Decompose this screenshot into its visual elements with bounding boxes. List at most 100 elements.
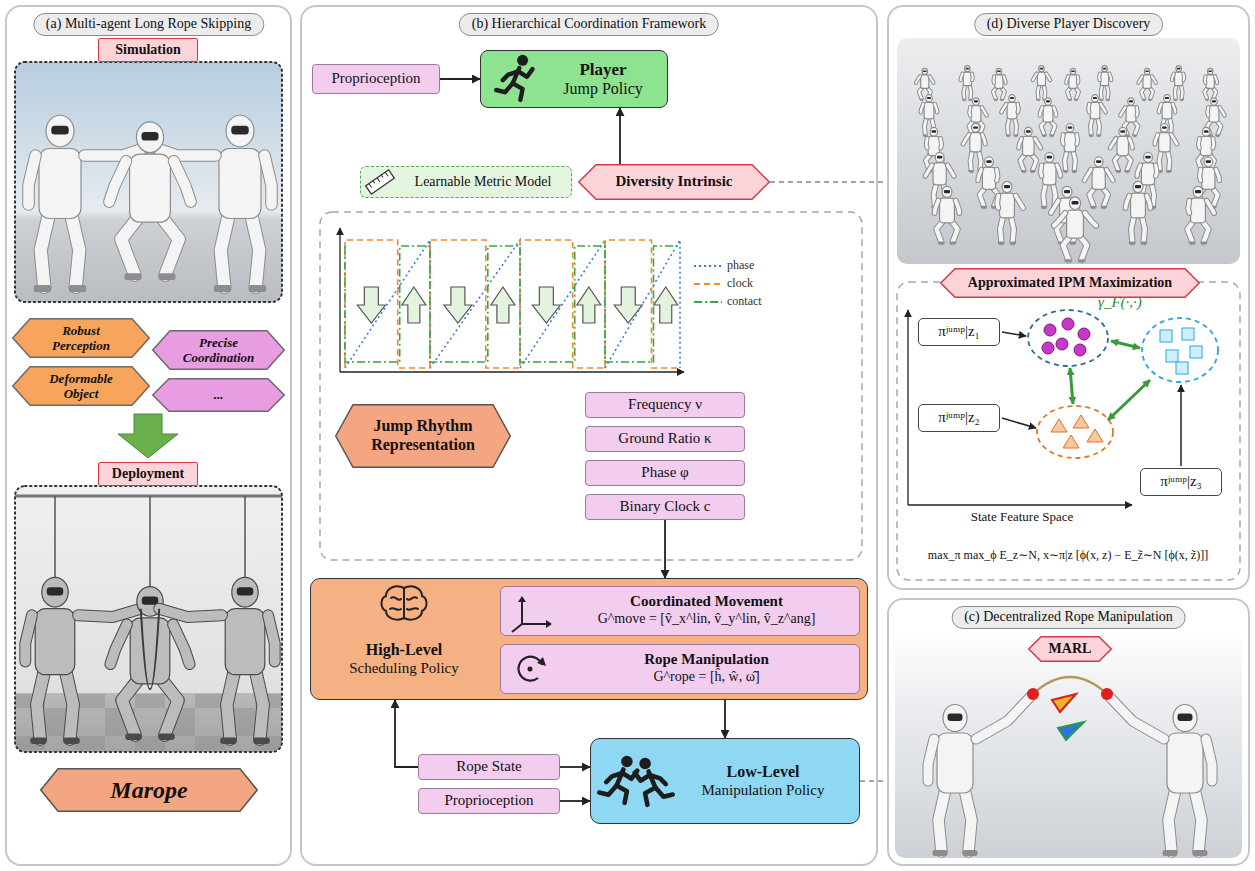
sample-point [1166,350,1178,362]
robot-limb [1076,76,1081,83]
panel: (b) Hierarchical Coordination FrameworkP… [300,5,878,866]
robot-limb [1038,84,1040,99]
robot-limb [1000,215,1003,242]
robot-limb [1060,135,1066,145]
robot-limb [1073,150,1075,171]
robot-limb [1079,235,1087,260]
robot-figure [1084,157,1113,208]
robot-limb [1172,73,1174,80]
robot-limb [109,161,126,202]
robot-limb [41,212,50,287]
robot-figure [1066,68,1079,100]
robot-visor [997,70,1000,72]
robot-torso [933,163,946,185]
node-label: Marope [110,776,187,804]
robot-limb [1102,187,1108,206]
robot-limb [1188,201,1189,213]
rhythm-arrow [402,287,426,323]
chart-axis [340,371,684,372]
icon-stroke [390,608,401,610]
robot-limb [1159,150,1161,171]
robot-limb [1054,107,1056,115]
parameter-box: Ground Ratio κ [585,426,745,452]
robot-visor [142,596,159,604]
robot-head [930,127,938,136]
robot-limb [1054,107,1056,115]
robot-foot [1050,134,1054,136]
robot-visor [1165,97,1169,99]
robot-visor [973,126,978,128]
icon-stroke [521,600,523,624]
sample-point [1087,429,1103,442]
robot-figure [1001,95,1018,136]
robot-limb [29,156,36,205]
robot-foot [1065,259,1072,262]
icon-group [496,54,532,99]
robot-foot [963,850,978,856]
node-label: Deployment [112,466,184,483]
robot-foot [1193,850,1208,856]
robot-foot [158,733,175,740]
robot-limb [1171,135,1177,145]
robot-visor [1040,68,1043,70]
robot-limb [1061,135,1065,145]
robot-torso [1090,102,1100,118]
robot-limb [982,135,985,145]
robot-limb [1054,213,1065,226]
robot-head [1002,181,1012,192]
policy-box: PlayerJump Policy [480,50,668,108]
robot-limb [251,212,260,287]
contact-curve [345,246,680,362]
robot-limb [65,668,73,739]
robot-foot [1205,99,1208,100]
robot-limb [1001,104,1006,112]
robot-limb [1107,694,1164,739]
robot-limb [1152,76,1156,83]
robot-foot [1133,134,1137,136]
robot-limb [1011,215,1014,242]
robot-limb [1110,138,1116,148]
robot-torso [130,154,171,222]
robot-visor [1072,201,1079,205]
robot-limb [1210,138,1216,148]
robot-visor [1145,70,1148,72]
robot-limb [1203,76,1208,83]
robot-foot [938,242,944,244]
robot-limb [982,107,987,115]
input-box: Proprioception [312,64,440,94]
icon-tick [385,172,388,176]
robot-foot [1021,170,1026,172]
flow-arrow [395,700,418,767]
robot-foot [214,285,232,292]
robot-foot [962,99,965,100]
robot-torso [1209,106,1219,122]
robot-figure [1204,68,1217,100]
parameter-box: Frequency ν [585,392,745,418]
robot-limb [1014,117,1016,135]
robot-limb [1126,154,1131,171]
picture-ground [15,62,282,302]
robot-limb [1063,235,1071,260]
flow-arrow [440,78,480,80]
robot-limb [1074,135,1080,145]
robot-head [1066,124,1074,133]
robot-torso [1202,167,1215,189]
policy-box: Low-LevelManipulation Policy [590,738,860,824]
robot-head [1128,98,1135,105]
robot-limb [25,615,32,661]
robot-figure [1099,66,1111,100]
icon-group [381,586,426,619]
robot-limb [173,625,190,665]
distance-label: γ_F(·,·) [1098,294,1142,311]
robot-figure [961,66,973,100]
node-label: Approximated IPM Maximization [968,275,1172,292]
picture-frame [15,486,282,752]
robot-foot [1079,259,1086,262]
robot-limb [997,170,998,181]
robot-limb [1031,154,1036,171]
crowd-picture [897,38,1240,264]
robot-limb [1041,165,1042,176]
icon-stroke [502,71,517,80]
robot-limb [947,165,954,176]
robot-figure [1054,197,1096,262]
